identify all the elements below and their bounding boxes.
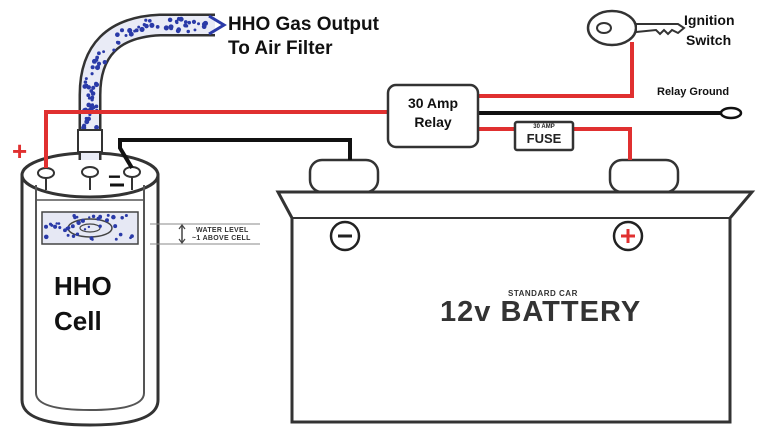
battery	[275, 158, 756, 424]
gas-arrow	[208, 14, 227, 36]
ground-wire	[118, 138, 352, 170]
cell-positive-symbol: +	[12, 136, 28, 166]
gas-output-sublabel: To Air Filter	[228, 38, 333, 59]
cell-negative-terminal	[123, 166, 141, 178]
cell-negative-symbol: −	[108, 164, 121, 189]
battery-negative-post	[308, 158, 380, 194]
battery-label: 12v BATTERY	[440, 296, 642, 328]
ignition-sublabel: Switch	[686, 32, 732, 48]
ignition-key-icon	[586, 9, 686, 47]
battery-positive-wire	[572, 127, 632, 160]
relay-box	[386, 83, 480, 149]
water-level-label: WATER LEVEL	[196, 227, 249, 234]
hose-fitting	[77, 129, 103, 153]
gas-output-label: HHO Gas Output	[228, 14, 379, 35]
battery-positive-post	[608, 158, 680, 194]
relay-sublabel: Relay	[414, 114, 452, 130]
cell-sublabel: Cell	[54, 306, 102, 336]
water-level-marker	[150, 223, 260, 245]
wires	[44, 42, 743, 170]
ignition-label: Ignition	[684, 12, 735, 28]
cell-positive-wire	[44, 110, 395, 168]
ignition-wire	[476, 42, 634, 98]
water-level-sublabel: ~1 ABOVE CELL	[192, 235, 251, 242]
cell-positive-terminal	[37, 167, 55, 179]
cell-bubbles	[43, 213, 134, 241]
battery-type-label: STANDARD CAR	[508, 289, 578, 298]
fuse-label: FUSE	[526, 131, 562, 146]
fuse-box	[513, 120, 575, 152]
relay-label: 30 Amp	[407, 95, 459, 111]
fuse-rating: 30 AMP	[533, 124, 555, 130]
cell-gas-outlet	[81, 166, 99, 178]
ring-terminal	[719, 106, 743, 120]
relay-ground-label: Relay Ground	[657, 86, 730, 98]
cell-label: HHO	[54, 271, 112, 301]
